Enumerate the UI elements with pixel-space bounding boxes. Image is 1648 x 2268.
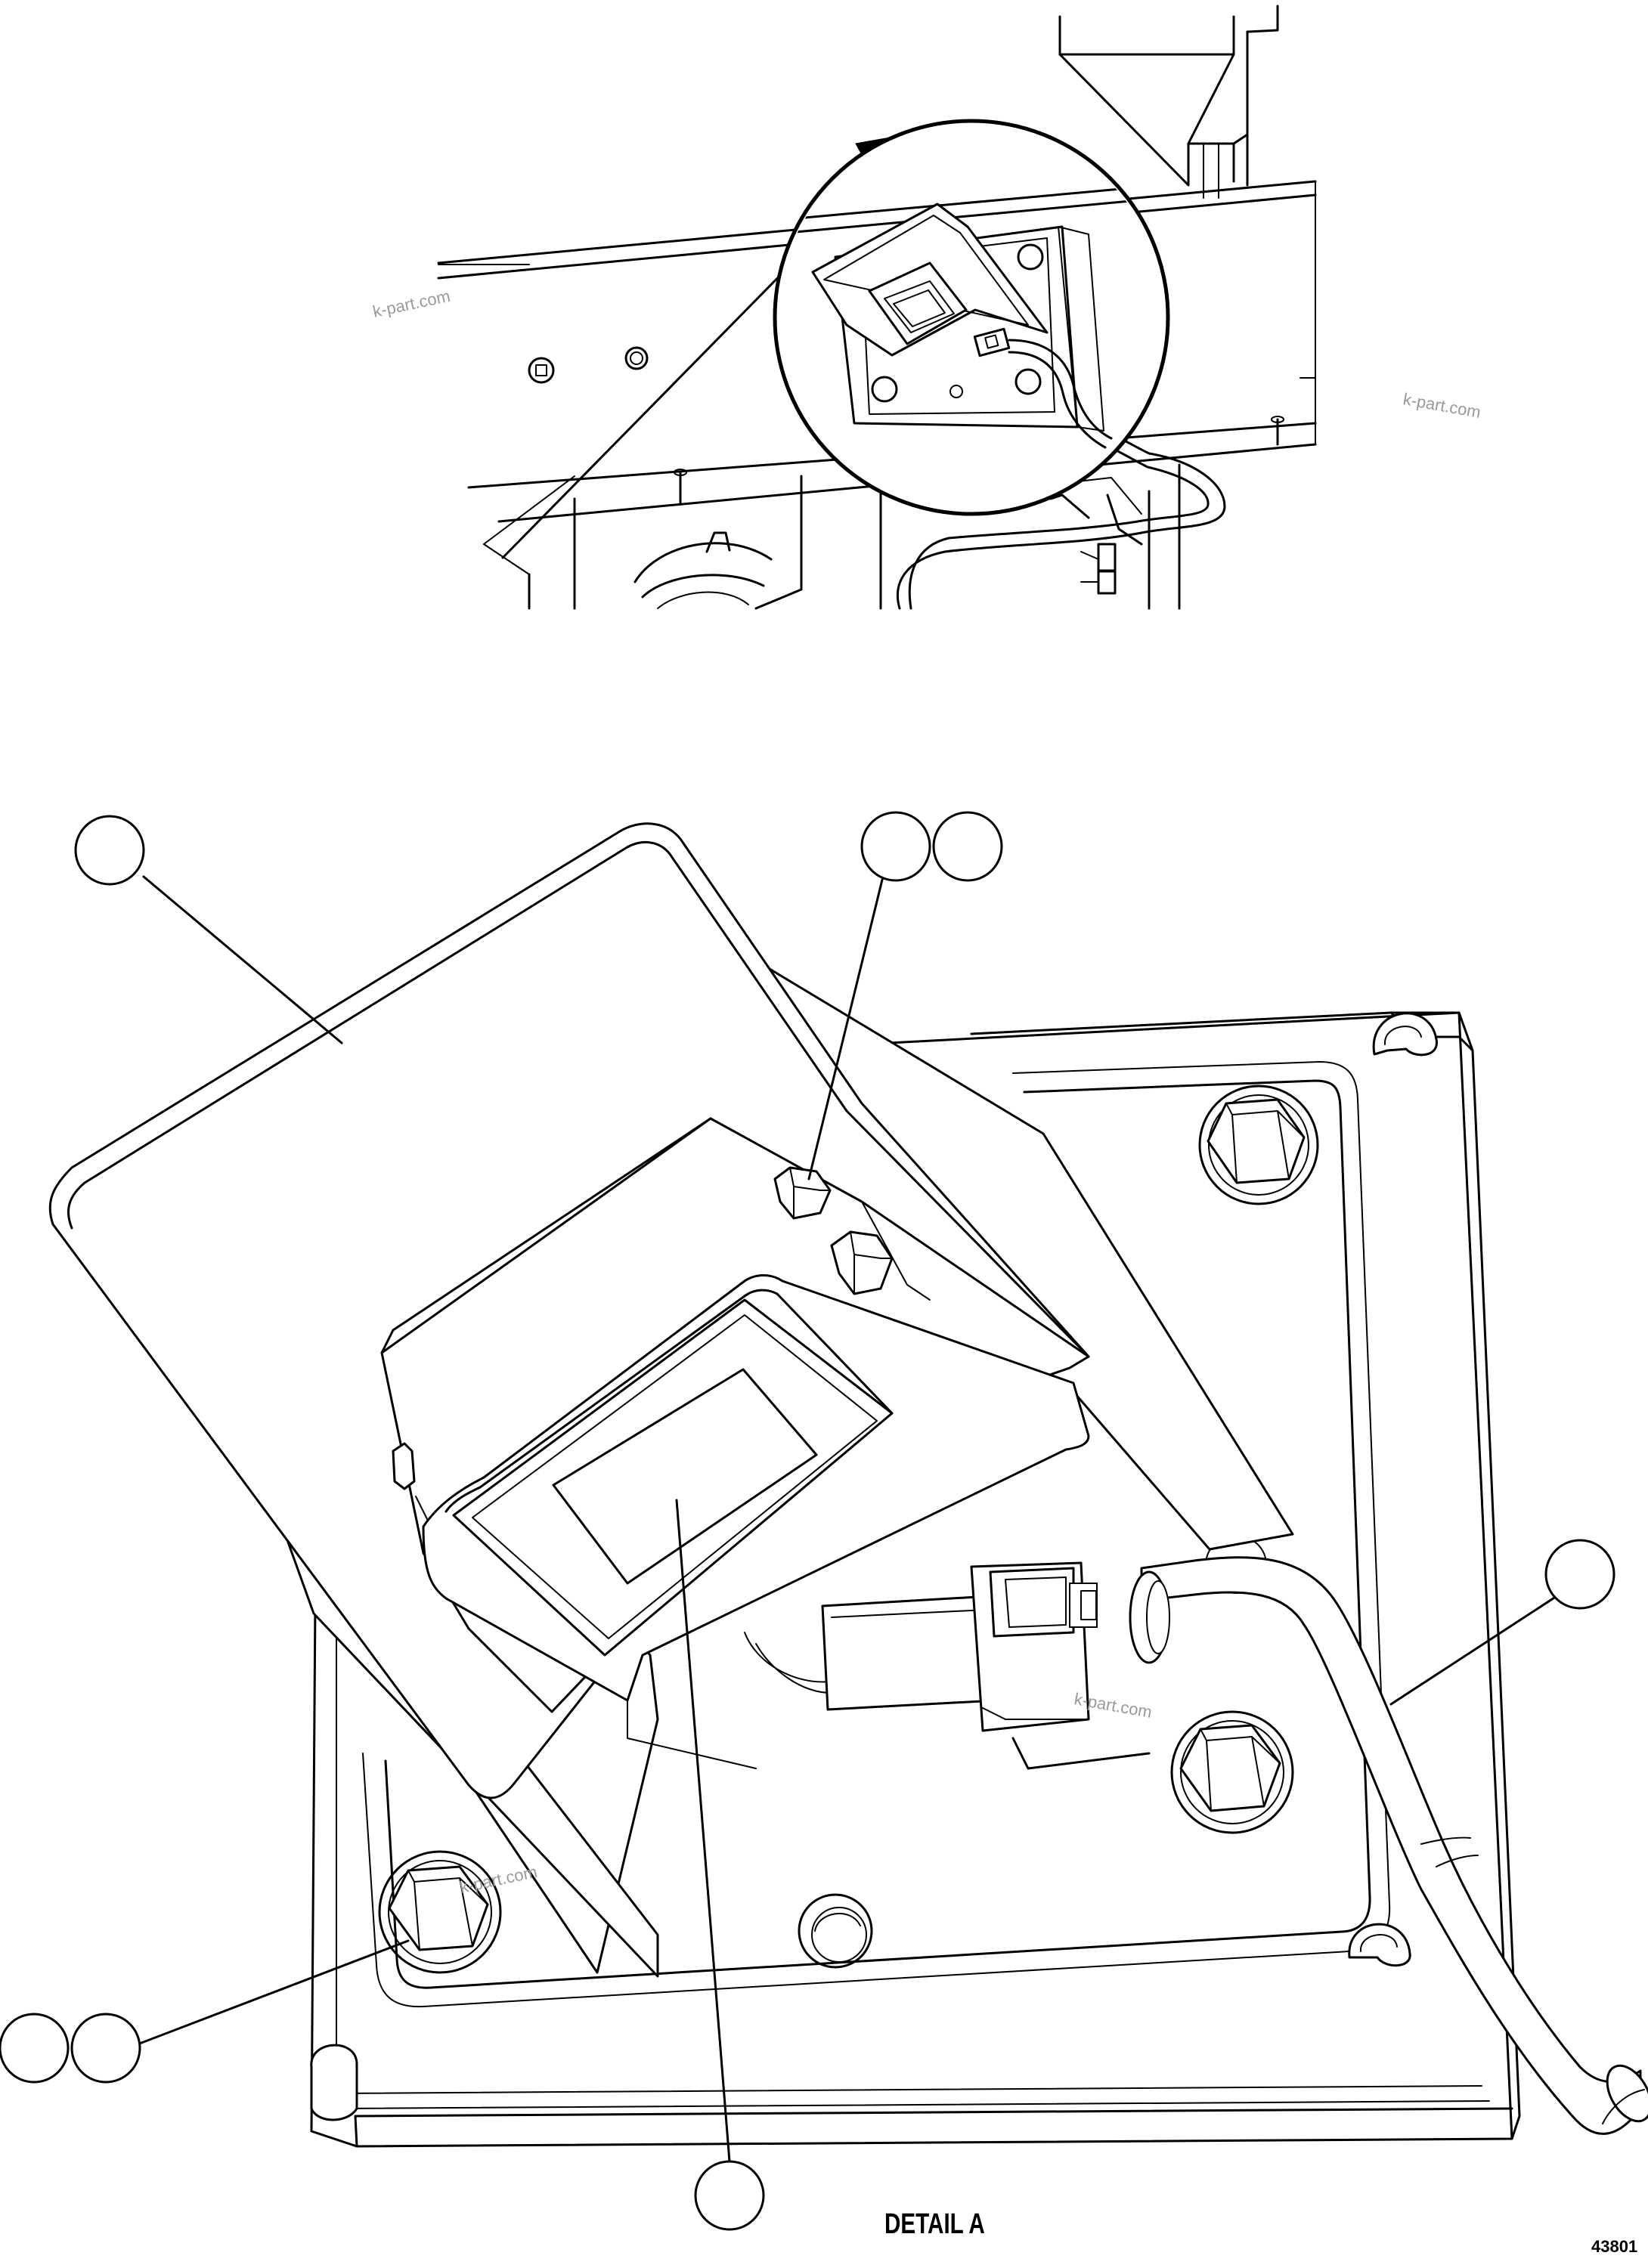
callout-top-left bbox=[74, 815, 145, 886]
watermark-2: k-part.com bbox=[1402, 389, 1482, 422]
hex-bolt-bottom-left bbox=[378, 1850, 502, 1974]
detail-a-view bbox=[0, 811, 1648, 2231]
callout-bottom-left-a bbox=[0, 2013, 70, 2084]
callout-right bbox=[1544, 1539, 1615, 1610]
callout-bottom-left-b bbox=[70, 2013, 141, 2084]
callout-bottom-center bbox=[694, 2160, 765, 2231]
harness-connector bbox=[821, 1561, 1151, 1770]
watermark-1: k-part.com bbox=[371, 286, 452, 321]
callout-top-pair-a bbox=[860, 811, 931, 882]
figure-number: 43801 bbox=[1591, 2237, 1637, 2256]
switch-body bbox=[422, 1274, 1090, 1769]
harness-cable bbox=[1129, 1556, 1648, 2135]
overview-view: A bbox=[437, 5, 1317, 610]
switch-shield bbox=[48, 822, 1294, 1978]
overview-harness-cable bbox=[897, 407, 1226, 610]
watermark-4: k-part.com bbox=[458, 1862, 539, 1897]
hood-nut-upper bbox=[773, 1166, 832, 1220]
overview-lower-frame bbox=[528, 463, 1181, 610]
mounting-plate bbox=[310, 1011, 1521, 2148]
hex-bolt-top-right bbox=[1198, 1084, 1319, 1205]
detail-caption: DETAIL A bbox=[884, 2208, 985, 2240]
hex-bolt-bottom-right bbox=[1170, 1710, 1294, 1834]
detail-circle bbox=[773, 119, 1170, 516]
detail-leader bbox=[501, 258, 797, 559]
overview-hopper bbox=[1058, 5, 1279, 199]
hood-nut-lower bbox=[830, 1230, 894, 1295]
callout-top-pair-b bbox=[932, 811, 1003, 882]
callout-leaders bbox=[136, 875, 1566, 2163]
plug-bottom-center bbox=[798, 1893, 873, 1969]
switch-label-window bbox=[552, 1368, 818, 1585]
